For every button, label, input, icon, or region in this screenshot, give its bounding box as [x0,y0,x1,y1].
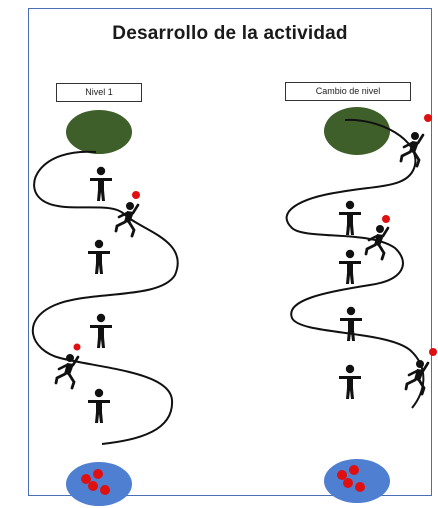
person-right-4 [339,364,361,399]
runner-right-3 [404,358,430,396]
diagram-title: Desarrollo de la actividad [112,23,348,44]
ball-icon [100,485,110,495]
end-circle-left [66,462,132,506]
person-right-1 [339,200,361,235]
person-left-3 [90,313,112,348]
ball-icon [424,114,432,122]
ball-icon [337,470,347,480]
ball-icon [349,465,359,475]
path-left [31,150,179,445]
person-left-2 [88,239,110,274]
person-left-4 [88,388,110,423]
label-nivel-1: Nivel 1 [56,83,142,102]
ball-icon [343,478,353,488]
start-circle-right [324,107,390,155]
person-left-1 [90,166,112,201]
ball-icon [132,191,140,199]
runner-left-2 [54,352,80,390]
person-right-3 [340,306,362,341]
person-right-2 [339,249,361,284]
ball-icon [81,474,91,484]
ball-icon [88,481,98,491]
ball-icon [73,343,81,351]
runner-right-1 [399,130,425,168]
ball-icon [382,215,390,223]
path-right [285,118,425,409]
ball-icon [93,469,103,479]
start-circle-left [66,110,132,154]
runner-left-1 [114,200,140,238]
end-circle-right [324,459,390,503]
ball-icon [429,348,437,356]
label-cambio-de-nivel: Cambio de nivel [285,82,411,101]
ball-icon [355,482,365,492]
